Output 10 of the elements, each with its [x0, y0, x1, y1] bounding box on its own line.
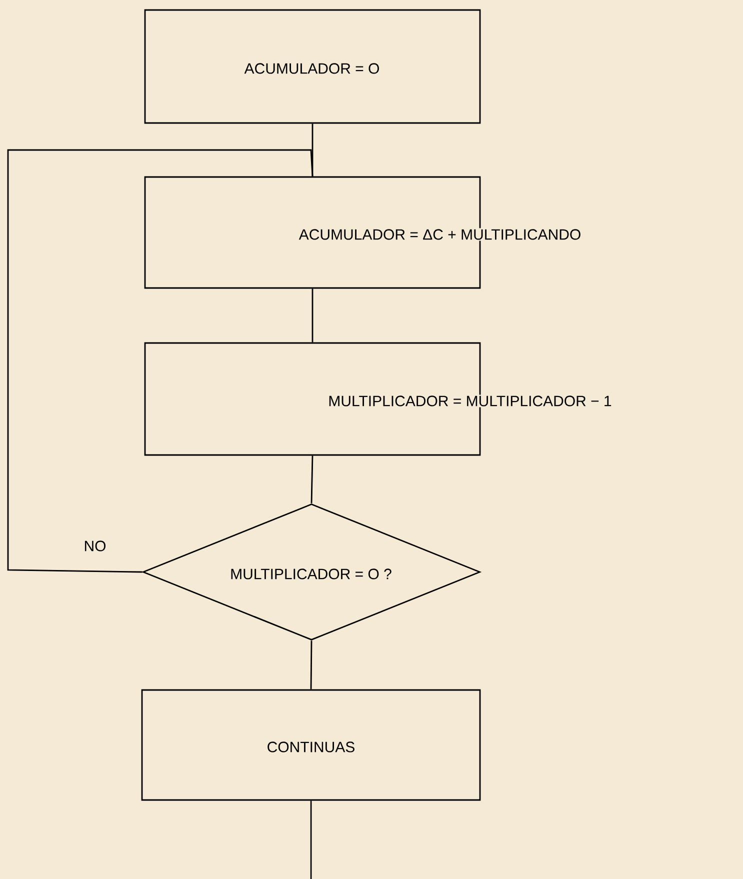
- process-box: ACUMULADOR = O: [144, 9, 481, 124]
- connector-line: [310, 456, 314, 504]
- connector-line: [312, 288, 314, 342]
- connector-line: [7, 149, 314, 573]
- connector-line: [310, 800, 312, 879]
- process-box: ACUMULADOR = ΔC + MULTIPLICANDO: [144, 176, 582, 289]
- connector-line: [310, 640, 312, 690]
- edge-label: NO: [84, 540, 106, 552]
- process-box: CONTINUAS: [141, 689, 481, 801]
- process-box: MULTIPLICADOR = MULTIPLICADOR − 1: [144, 342, 613, 456]
